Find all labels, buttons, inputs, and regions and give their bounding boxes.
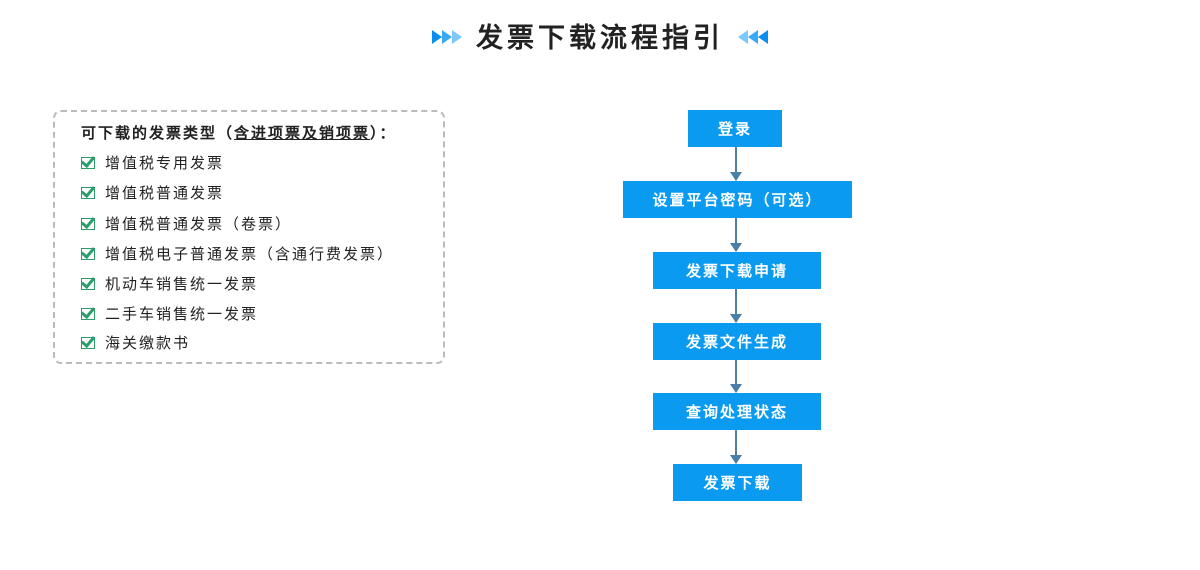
item-label: 机动车销售统一发票 — [105, 275, 259, 293]
flow-step-file-generation: 发票文件生成 — [653, 323, 821, 360]
triple-arrow-right-icon — [432, 29, 462, 44]
flow-step-query-status: 查询处理状态 — [653, 393, 821, 430]
triple-arrow-left-icon — [738, 29, 768, 44]
flow-arrow — [730, 218, 742, 252]
flow-arrow — [730, 289, 742, 323]
flow-step-set-password: 设置平台密码（可选） — [623, 181, 852, 218]
list-item: 海关缴款书 — [81, 332, 190, 353]
invoice-types-panel: 可下载的发票类型（含进项票及销项票）： 增值税专用发票 增值税普通发票 增值税普… — [53, 110, 445, 364]
checkbox-checked-icon — [81, 218, 95, 230]
heading-prefix: 可下载的发票类型（ — [81, 124, 235, 142]
flow-step-download: 发票下载 — [673, 464, 802, 501]
checkbox-checked-icon — [81, 248, 95, 260]
flow-step-download-request: 发票下载申请 — [653, 252, 821, 289]
heading-underlined: 含进项票及销项票 — [234, 124, 371, 142]
list-item: 二手车销售统一发票 — [81, 303, 258, 324]
checkbox-checked-icon — [81, 337, 95, 349]
page-title: 发票下载流程指引 — [0, 16, 1200, 55]
title-text: 发票下载流程指引 — [476, 23, 724, 54]
list-item: 增值税电子普通发票（含通行费发票） — [81, 243, 394, 264]
checkbox-checked-icon — [81, 278, 95, 290]
item-label: 海关缴款书 — [105, 334, 191, 352]
item-label: 增值税电子普通发票（含通行费发票） — [105, 245, 395, 263]
checkbox-checked-icon — [81, 157, 95, 169]
flow-arrow — [730, 430, 742, 464]
flow-arrow — [730, 360, 742, 393]
item-label: 增值税普通发票 — [105, 184, 225, 202]
item-label: 二手车销售统一发票 — [105, 305, 259, 323]
flow-arrow — [730, 147, 742, 181]
list-item: 增值税普通发票（卷票） — [81, 213, 292, 234]
checkbox-checked-icon — [81, 187, 95, 199]
item-label: 增值税专用发票 — [105, 154, 225, 172]
list-item: 增值税普通发票 — [81, 182, 224, 203]
item-label: 增值税普通发票（卷票） — [105, 215, 293, 233]
heading-suffix: ）： — [370, 124, 397, 142]
checkbox-checked-icon — [81, 308, 95, 320]
list-item: 机动车销售统一发票 — [81, 273, 258, 294]
flow-step-login: 登录 — [688, 110, 782, 147]
invoice-types-heading: 可下载的发票类型（含进项票及销项票）： — [81, 122, 397, 143]
list-item: 增值税专用发票 — [81, 152, 224, 173]
